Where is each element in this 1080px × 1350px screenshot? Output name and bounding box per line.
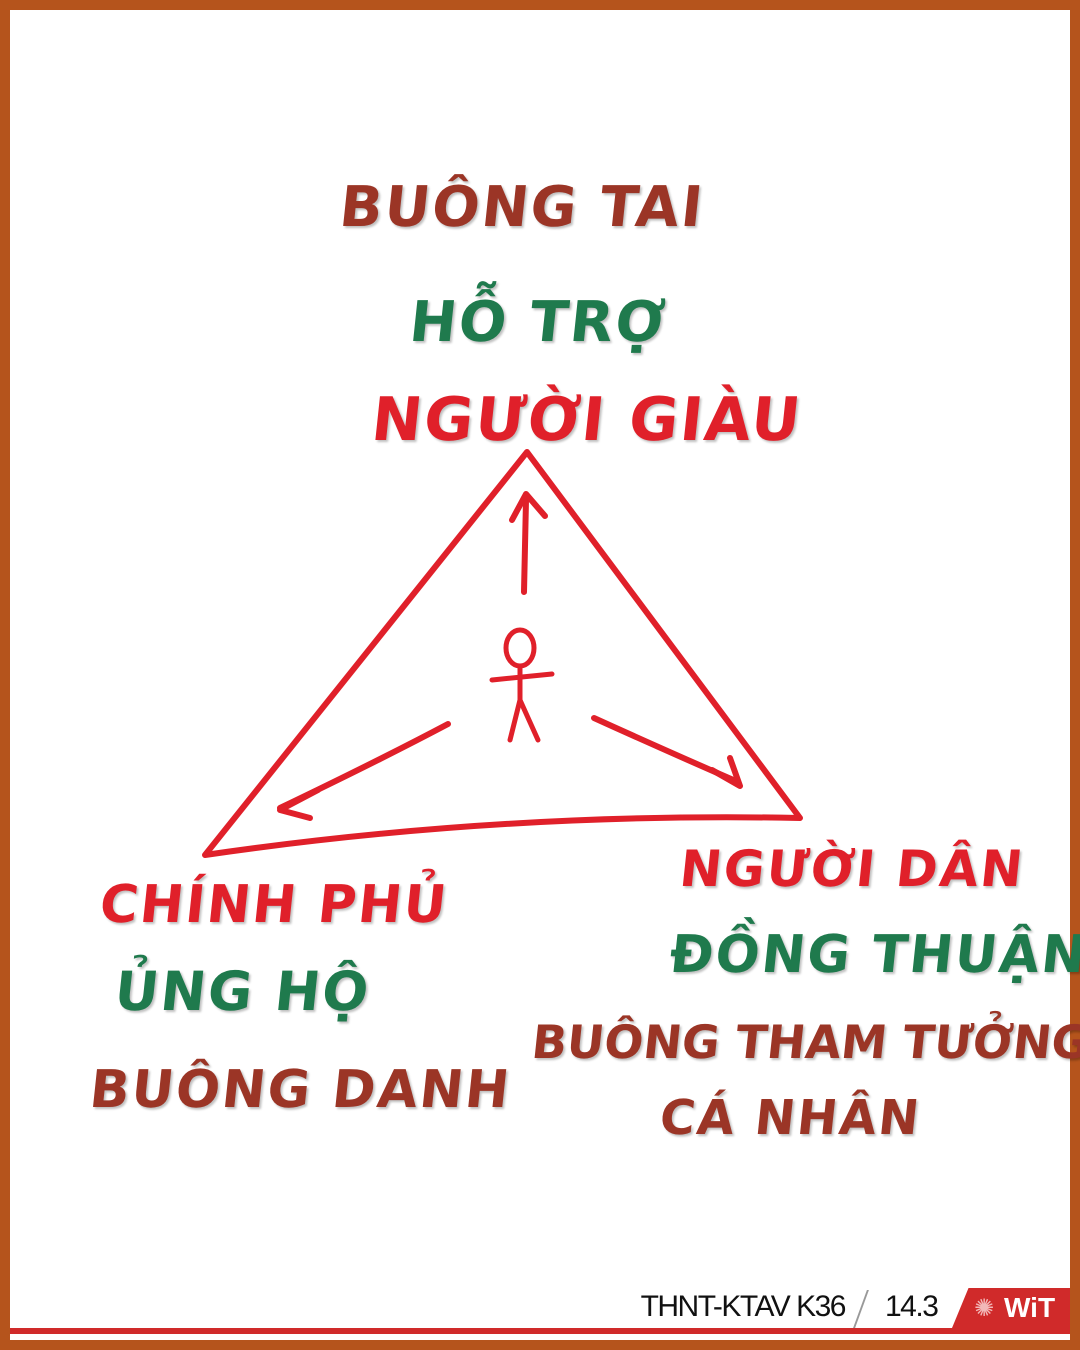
arrow-left-head [277,787,321,821]
right-label-line1: NGƯỜI DÂN [676,840,1028,898]
top-label-line2: HỖ TRỢ [406,290,670,355]
person-icon [489,627,555,743]
footer-page-number: 14.3 [885,1290,939,1323]
arrow-up [521,497,529,595]
footer-rule [10,1328,1070,1334]
right-label-line2: ĐỒNG THUẬN [666,925,1080,985]
triangle-outline [202,449,803,858]
right-label-line3: BUÔNG THAM TƯỞNG [529,1015,1080,1069]
logo-text: WiT [1004,1292,1056,1323]
left-label-line1: CHÍNH PHỦ [96,875,452,935]
right-label-line4: CÁ NHÂN [657,1090,924,1146]
arrow-up-head [509,491,548,523]
top-label-line3: NGƯỜI GIÀU [368,385,806,455]
wit-logo: ✺ WiT [952,1288,1070,1328]
arrow-right-head [709,755,743,789]
gear-icon: ✺ [974,1294,995,1322]
left-label-line2: ỦNG HỘ [111,960,374,1023]
left-label-line3: BUÔNG DANH [86,1060,514,1120]
footer-course-code: THNT-KTAV K36 [640,1290,847,1323]
top-label-line1: BUÔNG TAI [336,175,708,240]
